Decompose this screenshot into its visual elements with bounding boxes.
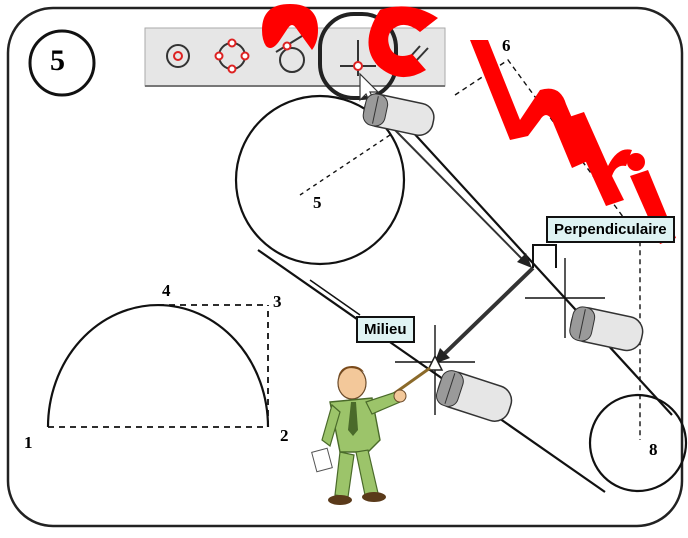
point-label-3: 3 [273,292,282,311]
point-label-8: 8 [649,440,658,459]
milieu-leader [309,279,361,316]
arrowhead-midpoint [434,348,450,364]
step-number: 5 [50,44,65,77]
mouse-icon-top [362,93,435,136]
mouse-icon-bottom [435,370,513,422]
snap-label-perpendicular: Perpendiculaire [546,216,675,243]
arrowhead-perpendicular [517,253,532,268]
crosshair-perpendicular [525,258,605,338]
snap-toolbar [144,12,446,106]
snap-label-midpoint: Milieu [356,316,415,343]
circle-5 [234,94,406,266]
constructed-line [438,266,535,360]
point-label-6: 6 [502,36,511,55]
center-snap-icon[interactable] [166,44,190,68]
tangent-line-upper [399,117,673,416]
mouse-icon-right [569,306,644,352]
point-label-1: 1 [24,433,33,452]
perpendicular-snap-icon[interactable] [340,40,376,76]
watermark-logo [262,4,676,244]
perpendicular-symbol [532,244,557,268]
step-number-circle [28,29,96,97]
point-label-5: 5 [313,193,322,212]
semicircle-construction [46,303,270,428]
tangent-snap-icon[interactable] [275,35,305,73]
point-label-2: 2 [280,426,289,445]
presenter-figure-icon [311,366,431,505]
circle-8 [588,393,688,493]
point-label-4: 4 [162,281,171,300]
quadrant-snap-icon[interactable] [214,38,250,74]
arrow-to-perpendicular [394,129,526,263]
tangent-line-lower [257,249,606,493]
outer-frame [6,6,684,528]
crosshair-midpoint [395,325,475,415]
